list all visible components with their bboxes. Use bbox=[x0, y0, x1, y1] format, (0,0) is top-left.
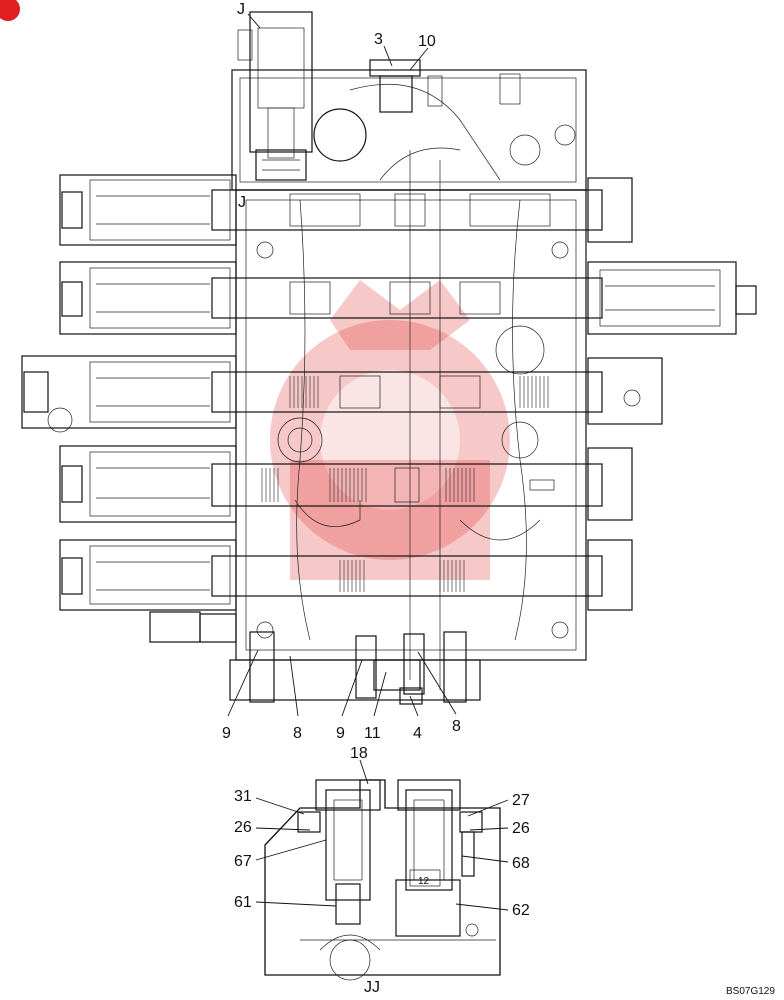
label-67: 67 bbox=[234, 853, 252, 870]
label-26-right: 26 bbox=[512, 820, 530, 837]
label-3: 3 bbox=[374, 31, 383, 48]
spool-row-2 bbox=[59, 261, 757, 335]
label-62: 62 bbox=[512, 902, 530, 919]
label-j-top: J bbox=[237, 1, 245, 18]
label-8-right: 8 bbox=[452, 718, 461, 735]
bottom-fittings bbox=[149, 611, 481, 705]
section-label-jj: JJ bbox=[364, 979, 380, 996]
spool-row-3 bbox=[21, 355, 663, 433]
section-jj-body bbox=[264, 779, 501, 981]
spool-row-4 bbox=[59, 445, 633, 523]
label-4: 4 bbox=[413, 725, 422, 742]
label-11: 11 bbox=[364, 725, 381, 742]
label-12: 12 bbox=[418, 876, 430, 887]
leader-lines bbox=[227, 13, 509, 911]
label-26-left: 26 bbox=[234, 819, 252, 836]
label-61: 61 bbox=[234, 894, 252, 911]
label-j-mid: J bbox=[238, 194, 246, 211]
label-9-left: 9 bbox=[222, 725, 231, 742]
label-18: 18 bbox=[350, 745, 368, 762]
main-valve-body bbox=[231, 11, 587, 690]
label-9-center: 9 bbox=[336, 725, 345, 742]
label-31: 31 bbox=[234, 788, 252, 805]
label-27: 27 bbox=[512, 792, 530, 809]
label-10: 10 bbox=[418, 33, 436, 50]
spool-row-5 bbox=[59, 539, 633, 611]
label-68: 68 bbox=[512, 855, 530, 872]
corner-badge-icon bbox=[0, 0, 21, 22]
label-8-left: 8 bbox=[293, 725, 302, 742]
spool-row-1 bbox=[59, 174, 633, 246]
drawing-code: BS07G129 bbox=[726, 986, 775, 997]
